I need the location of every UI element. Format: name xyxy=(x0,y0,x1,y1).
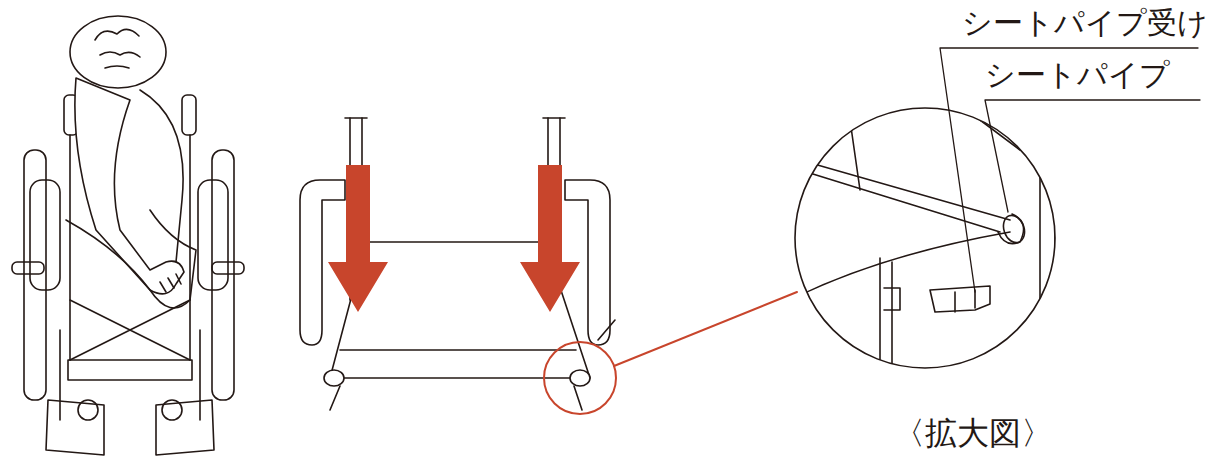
press-arrows xyxy=(328,165,580,312)
wheelchair-frame xyxy=(300,118,615,410)
zoom-indicator xyxy=(544,292,797,414)
view-caption: 〈拡大図〉 xyxy=(893,416,1053,451)
leader-lines xyxy=(940,48,1200,292)
person xyxy=(66,16,196,308)
magnify-circle xyxy=(795,108,1055,368)
part-name: シートパイプ xyxy=(985,58,1170,91)
wheelchair-top-view xyxy=(12,95,244,455)
part-name: シートパイプ受け xyxy=(962,6,1208,39)
